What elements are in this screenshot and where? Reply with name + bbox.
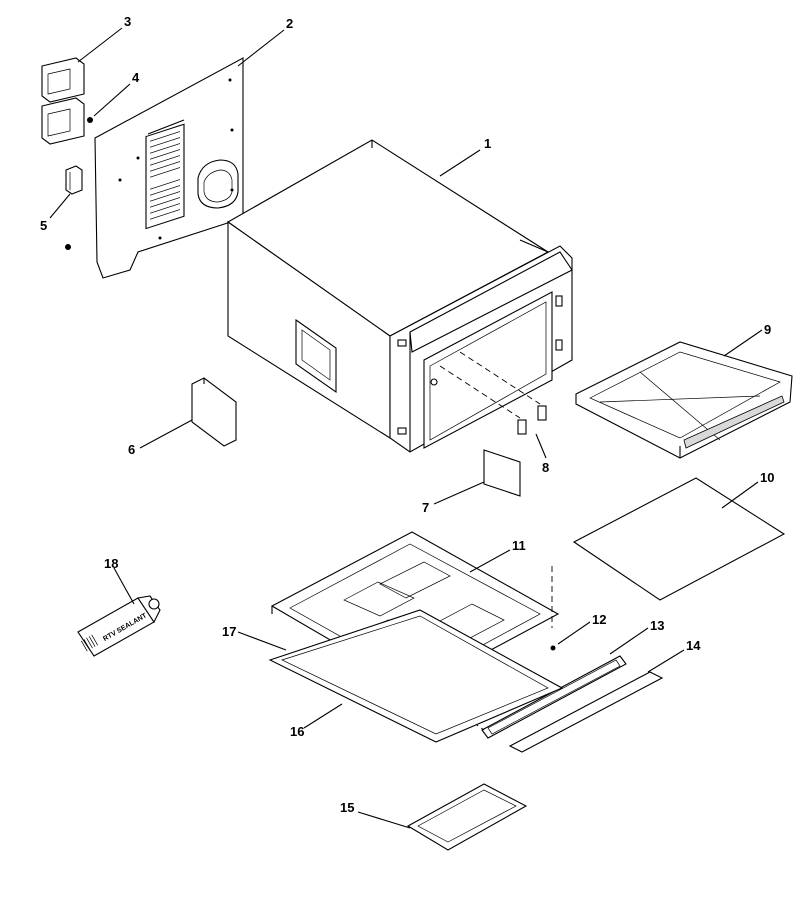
part-1-oven-cabinet <box>226 139 573 453</box>
part-13-rail <box>439 655 627 739</box>
part-15-filter-tray <box>406 783 528 851</box>
leader-lines <box>49 27 763 829</box>
callout-1: 1 <box>484 136 491 151</box>
callout-12: 12 <box>592 612 606 627</box>
callout-3: 3 <box>124 14 131 29</box>
callout-9: 9 <box>764 322 771 337</box>
callout-4: 4 <box>132 70 140 85</box>
callout-6: 6 <box>128 442 135 457</box>
callout-17: 17 <box>222 624 236 639</box>
callout-13: 13 <box>650 618 664 633</box>
callout-10: 10 <box>760 470 774 485</box>
callout-numbers: 1 2 3 4 5 6 7 8 9 10 11 12 13 14 15 16 1… <box>40 14 774 815</box>
callout-5: 5 <box>40 218 47 233</box>
part-14-strip <box>508 671 664 753</box>
part-5-clip <box>65 165 83 195</box>
part-18-sealant-tube: RTV SEALANT <box>77 595 161 657</box>
part-7-pad <box>483 449 521 497</box>
callout-14: 14 <box>686 638 701 653</box>
part-3-brackets <box>41 57 85 145</box>
part-8-blocks <box>439 351 547 435</box>
part-9-tray <box>575 341 793 459</box>
callout-15: 15 <box>340 800 354 815</box>
callout-18: 18 <box>104 556 118 571</box>
part-16-17-gasket <box>268 609 564 743</box>
part-4-screw <box>65 117 93 250</box>
part-2-rear-panel <box>94 57 244 279</box>
part-6-cover-plate <box>191 377 237 447</box>
callout-11: 11 <box>512 538 526 553</box>
callout-7: 7 <box>422 500 429 515</box>
part-10-sheet <box>572 477 786 601</box>
callout-8: 8 <box>542 460 549 475</box>
callout-2: 2 <box>286 16 293 31</box>
callout-16: 16 <box>290 724 304 739</box>
part-12-screw <box>550 645 556 651</box>
